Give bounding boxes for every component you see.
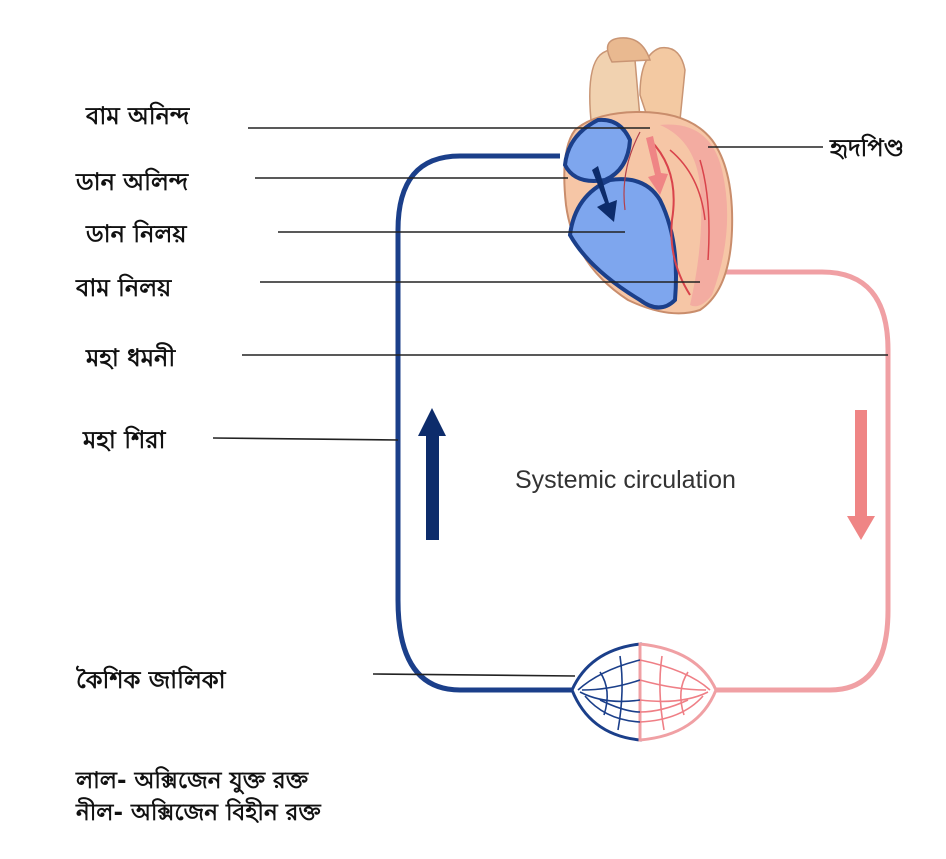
label-heart: হৃদপিণ্ড [830,134,905,162]
label-aorta: মহা ধমনী [86,344,176,372]
diagram-title: Systemic circulation [515,466,736,494]
heart-flow-arrow-red [646,136,668,195]
leader-capillaries [372,673,576,677]
label-right-atrium: ডান অলিন্দ [76,168,189,196]
label-vena-cava: মহা শিরা [83,426,166,454]
downward-blood-arrow [847,410,875,540]
label-left-atrium: বাম অনিন্দ [86,102,190,130]
aorta-vessel [712,269,891,693]
label-capillaries: কৈশিক জালিকা [76,666,226,694]
vena-cava-vessel [395,153,572,693]
heart-flow-arrow-blue [592,166,617,222]
legend-red: লাল- অক্সিজেন যুক্ত রক্ত [76,768,309,794]
legend-blue: নীল- অক্সিজেন বিহীন রক্ত [76,800,321,826]
label-left-ventricle: বাম নিলয় [76,274,172,302]
upward-blood-arrow [418,408,446,540]
capillary-network [570,642,718,742]
leader-vena-cava [212,437,399,441]
label-right-ventricle: ডান নিলয় [86,220,187,248]
heart-illustration [562,37,734,315]
